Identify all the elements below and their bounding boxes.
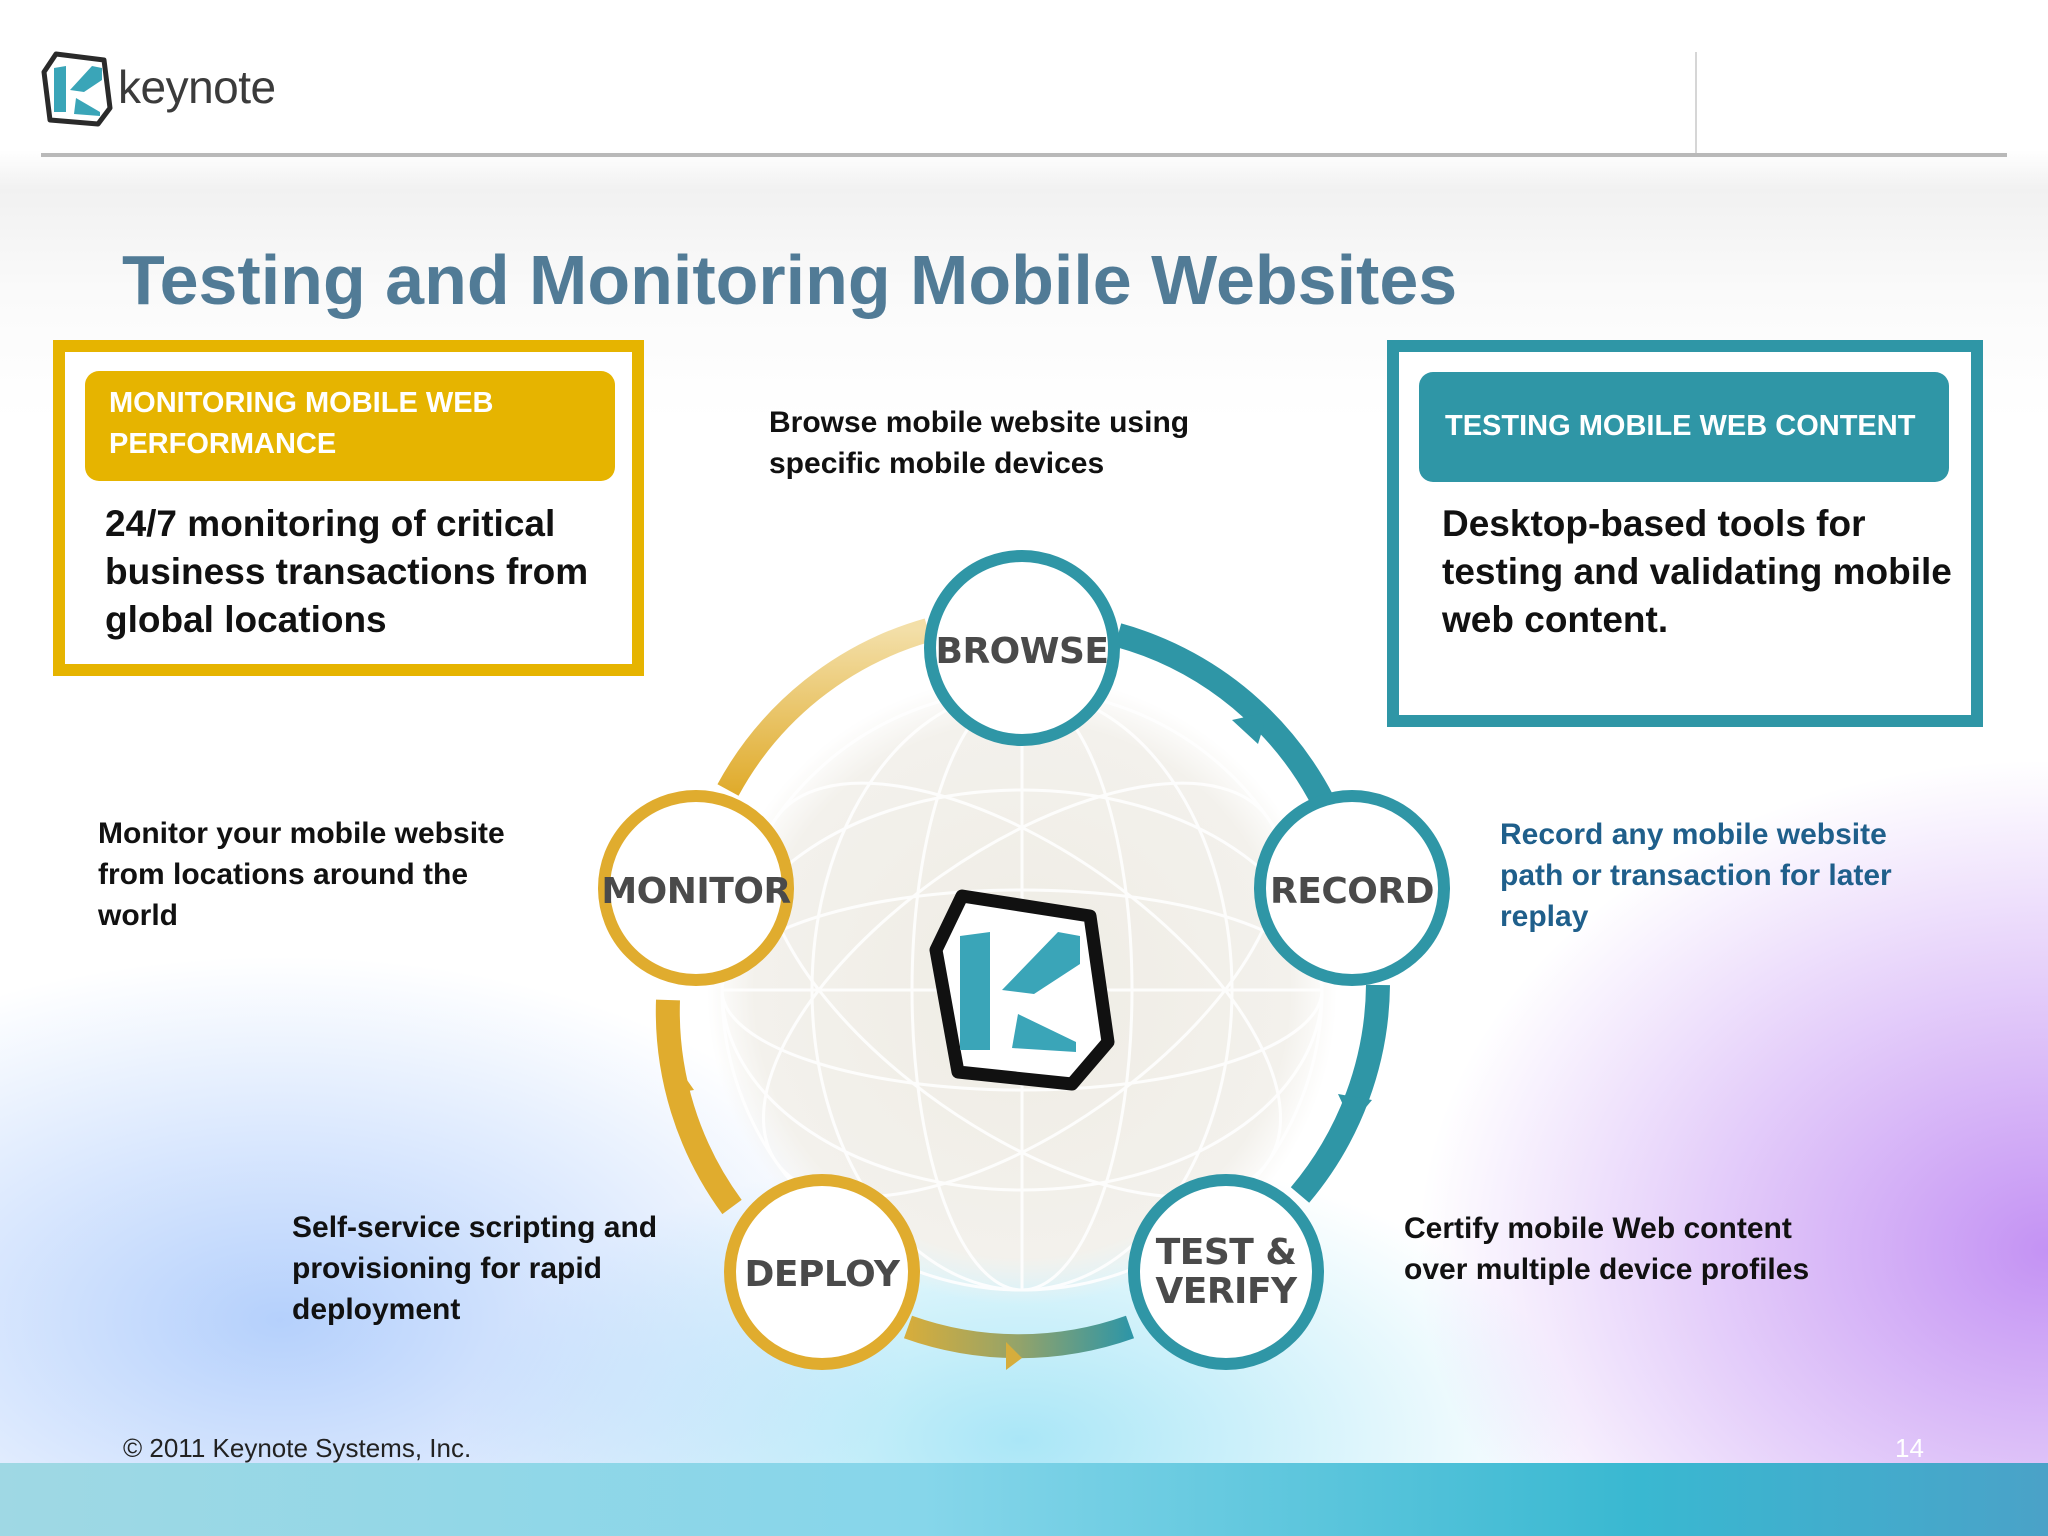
logo-wordmark: keynote [118,61,276,113]
monitoring-box: MONITORING MOBILE WEB PERFORMANCE 24/7 m… [53,340,644,676]
testing-box: TESTING MOBILE WEB CONTENT Desktop-based… [1387,340,1983,727]
header-divider [41,153,2007,157]
test-verify-caption: Certify mobile Web content over multiple… [1404,1212,1810,1286]
node-test-label: TEST & [1155,1232,1297,1273]
node-record [1254,790,1450,986]
footer-copyright: © 2011 Keynote Systems, Inc. [123,1433,472,1463]
testing-box-heading: TESTING MOBILE WEB CONTENT [1419,372,1949,482]
node-browse-label: BROWSE [935,631,1110,672]
browse-caption: Browse mobile website using specific mob… [769,406,1190,480]
node-browse [924,550,1120,746]
record-caption: Record any mobile website path or transa… [1500,818,1892,933]
node-record-label: RECORD [1270,871,1434,912]
node-verify-label: VERIFY [1155,1271,1297,1312]
page-number: 14 [1895,1433,1924,1463]
monitoring-box-body: 24/7 monitoring of critical business tra… [105,503,589,640]
center-keynote-icon [929,889,1115,1091]
cycle-nodes [598,550,1450,1370]
monitoring-box-heading: MONITORING MOBILE WEB PERFORMANCE [85,371,615,481]
monitor-caption: Monitor your mobile website from locatio… [98,817,505,932]
page-title: Testing and Monitoring Mobile Websites [122,241,1458,319]
testing-box-body: Desktop-based tools for testing and vali… [1442,503,1952,640]
node-deploy-label: DEPLOY [744,1254,900,1295]
header-divider-vertical [1695,52,1697,154]
keynote-logo-icon [41,51,113,127]
bottom-band [0,1463,2048,1536]
node-monitor-label: MONITOR [601,871,791,912]
node-deploy [724,1174,920,1370]
node-monitor [598,790,794,986]
node-test-verify [1128,1174,1324,1370]
cycle-arrows [655,618,1390,1370]
deploy-caption: Self-service scripting and provisioning … [292,1211,658,1326]
